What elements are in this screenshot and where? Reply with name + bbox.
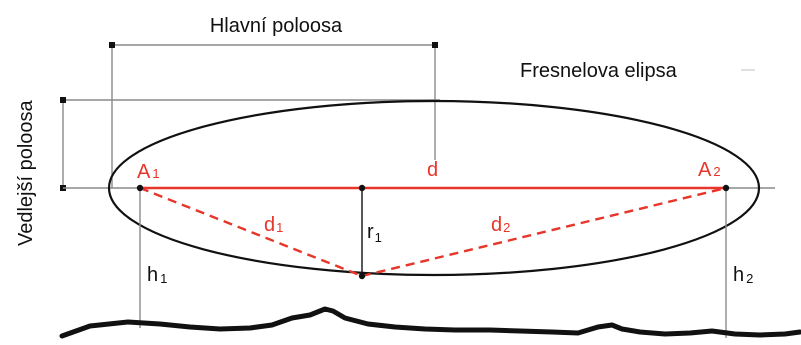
d1-sub: 1 — [276, 220, 283, 235]
path-d2 — [361, 186, 727, 278]
major-left-marker — [109, 42, 115, 48]
fresnel-ellipse — [107, 99, 761, 277]
d-label: d — [427, 159, 438, 181]
d2-main: d — [491, 214, 502, 236]
point-a2 — [722, 184, 730, 192]
d1-label: d1 — [264, 214, 283, 236]
h2-main: h — [733, 264, 744, 286]
a2-main: A — [698, 159, 712, 181]
r1-sub: 1 — [375, 230, 382, 245]
h2-sub: 2 — [746, 271, 753, 286]
d2-label: d2 — [491, 214, 510, 236]
point-a1 — [136, 184, 144, 192]
a1-sub: 1 — [152, 166, 159, 181]
r1-label: r1 — [367, 221, 382, 245]
a1-main: A — [137, 161, 151, 183]
path-d1 — [139, 186, 363, 278]
major-right-marker — [432, 42, 438, 48]
major-semi-axis-label: Hlavní poloosa — [210, 15, 343, 37]
r1-main: r — [367, 221, 374, 243]
h1-main: h — [147, 264, 158, 286]
point-reflection — [358, 272, 366, 280]
minor-semi-axis-label: Vedlejší poloosa — [15, 99, 37, 246]
d2-sub: 2 — [503, 220, 510, 235]
terrain-profile — [59, 306, 801, 339]
point-center — [358, 184, 366, 192]
minor-top-marker — [60, 97, 66, 103]
a2-sub: 2 — [713, 164, 720, 179]
ellipse-name-label: Fresnelova elipsa — [520, 60, 678, 82]
d1-main: d — [264, 214, 275, 236]
h1-sub: 1 — [160, 271, 167, 286]
